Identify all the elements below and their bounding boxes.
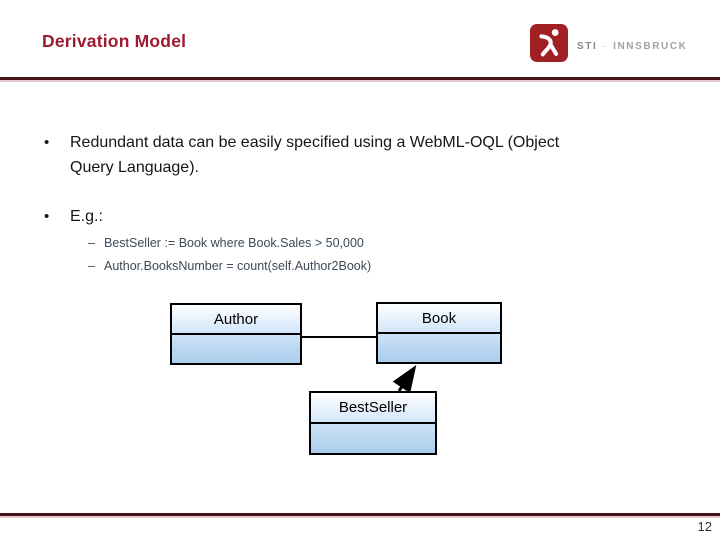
header-divider-accent [0, 80, 720, 82]
sub-bullet-item: – Author.BooksNumber = count(self.Author… [88, 258, 371, 275]
page-number: 12 [697, 519, 712, 534]
page-title: Derivation Model [42, 31, 187, 51]
sub-bullet-item: – BestSeller := Book where Book.Sales > … [88, 235, 364, 252]
footer-divider-line [0, 513, 720, 516]
bestseller-class-box: BestSeller [309, 391, 437, 455]
bullet-text: Redundant data can be easily specified u… [70, 130, 559, 180]
author-book-association-line [302, 336, 376, 338]
bullet-item: • E.g.: [44, 204, 103, 229]
logo-text-primary: STI [577, 41, 598, 52]
dash-marker: – [88, 236, 95, 250]
logo-text-secondary: INNSBRUCK [613, 41, 688, 52]
bullet-text: E.g.: [70, 204, 103, 229]
header-divider-line [0, 77, 720, 80]
sub-bullet-text: BestSeller := Book where Book.Sales > 50… [104, 236, 364, 250]
bullet-text-line: Redundant data can be easily specified u… [70, 134, 560, 151]
bullet-text-line: Query Language). [70, 159, 199, 176]
bullet-marker: • [44, 134, 50, 151]
author-class-box-body [172, 335, 300, 363]
book-class-box-label: Book [378, 304, 500, 334]
sti-logo-text: STI · INNSBRUCK [577, 41, 687, 52]
bestseller-class-box-label: BestSeller [311, 393, 435, 424]
bullet-marker: • [44, 208, 50, 225]
sti-logo-icon [530, 24, 568, 62]
author-class-box: Author [170, 303, 302, 365]
book-class-box-body [378, 334, 500, 362]
bestseller-book-arrow [392, 365, 417, 394]
footer-divider-accent [0, 516, 720, 518]
bullet-text-line: E.g.: [70, 208, 103, 225]
bullet-item: • Redundant data can be easily specified… [44, 130, 559, 180]
bestseller-class-box-body [311, 424, 435, 453]
sub-bullet-text: Author.BooksNumber = count(self.Author2B… [104, 259, 372, 273]
book-class-box: Book [376, 302, 502, 364]
logo-text-separator: · [602, 41, 608, 52]
dash-marker: – [88, 259, 95, 273]
author-class-box-label: Author [172, 305, 300, 335]
